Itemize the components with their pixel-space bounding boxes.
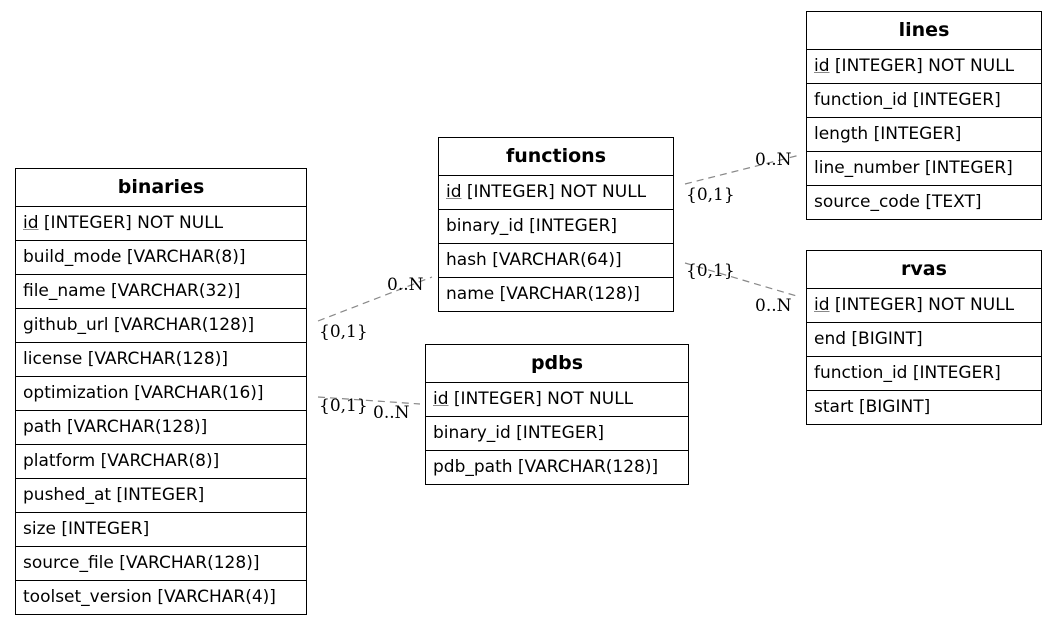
primary-key-name: id [433,389,449,409]
entity-attribute-pk: id [INTEGER] NOT NULL [807,50,1041,84]
entity-attribute: function_id [INTEGER] [807,84,1041,118]
primary-key-name: id [23,213,39,233]
entity-attribute: end [BIGINT] [807,323,1041,357]
entity-attribute: path [VARCHAR(128)] [16,411,306,445]
entity-attribute: length [INTEGER] [807,118,1041,152]
entity-rvas[interactable]: rvas id [INTEGER] NOT NULL end [BIGINT] … [806,250,1042,425]
entity-attribute: size [INTEGER] [16,513,306,547]
cardinality-binaries-pdbs-to: 0..N [373,403,410,423]
entity-attribute: start [BIGINT] [814,397,931,417]
entity-attribute: source_code [TEXT] [814,192,982,212]
primary-key-name: id [814,56,830,76]
primary-key-name: id [814,295,830,315]
entity-attribute: license [VARCHAR(128)] [16,343,306,377]
entity-pdbs[interactable]: pdbs id [INTEGER] NOT NULL binary_id [IN… [425,344,689,485]
entity-attribute: source_file [VARCHAR(128)] [16,547,306,581]
entity-attribute: build_mode [VARCHAR(8)] [16,241,306,275]
cardinality-binaries-functions-to: 0..N [387,275,424,295]
entity-title: lines [807,12,1041,50]
entity-attribute: line_number [INTEGER] [807,152,1041,186]
cardinality-functions-lines-from: {0,1} [686,185,735,205]
entity-attribute: binary_id [INTEGER] [426,417,688,451]
relation-binaries-functions [317,276,433,322]
entity-attribute-pk: id [INTEGER] NOT NULL [807,289,1041,323]
entity-lines[interactable]: lines id [INTEGER] NOT NULL function_id … [806,11,1042,220]
cardinality-binaries-functions-from: {0,1} [319,322,368,342]
primary-key-type: [INTEGER] NOT NULL [38,213,224,233]
relation-binaries-pdbs [317,396,421,405]
entity-attribute-pk: id [INTEGER] NOT NULL [16,207,306,241]
primary-key-type: [INTEGER] NOT NULL [448,389,634,409]
primary-key-type: [INTEGER] NOT NULL [829,295,1015,315]
cardinality-functions-rvas-from: {0,1} [686,261,735,281]
entity-attribute: toolset_version [VARCHAR(4)] [23,587,276,607]
entity-attribute: github_url [VARCHAR(128)] [16,309,306,343]
entity-attribute-pk: id [INTEGER] NOT NULL [439,176,673,210]
entity-binaries[interactable]: binaries id [INTEGER] NOT NULL build_mod… [15,168,307,615]
entity-attribute: platform [VARCHAR(8)] [16,445,306,479]
entity-attribute: hash [VARCHAR(64)] [439,244,673,278]
entity-attribute: optimization [VARCHAR(16)] [16,377,306,411]
entity-title: pdbs [426,345,688,383]
entity-title: functions [439,138,673,176]
relation-functions-lines [684,154,801,185]
primary-key-type: [INTEGER] NOT NULL [829,56,1015,76]
entity-attribute: binary_id [INTEGER] [439,210,673,244]
entity-title: rvas [807,251,1041,289]
primary-key-name: id [446,182,462,202]
entity-attribute: file_name [VARCHAR(32)] [16,275,306,309]
entity-attribute-pk: id [INTEGER] NOT NULL [426,383,688,417]
entity-attribute: function_id [INTEGER] [807,357,1041,391]
entity-attribute: pdb_path [VARCHAR(128)] [433,457,659,477]
cardinality-functions-lines-to: 0..N [755,150,792,170]
entity-attribute: pushed_at [INTEGER] [16,479,306,513]
relation-functions-rvas [684,262,801,298]
cardinality-functions-rvas-to: 0..N [755,296,792,316]
entity-title: binaries [16,169,306,207]
entity-functions[interactable]: functions id [INTEGER] NOT NULL binary_i… [438,137,674,312]
primary-key-type: [INTEGER] NOT NULL [461,182,647,202]
cardinality-binaries-pdbs-from: {0,1} [319,396,368,416]
entity-attribute: name [VARCHAR(128)] [446,284,640,304]
